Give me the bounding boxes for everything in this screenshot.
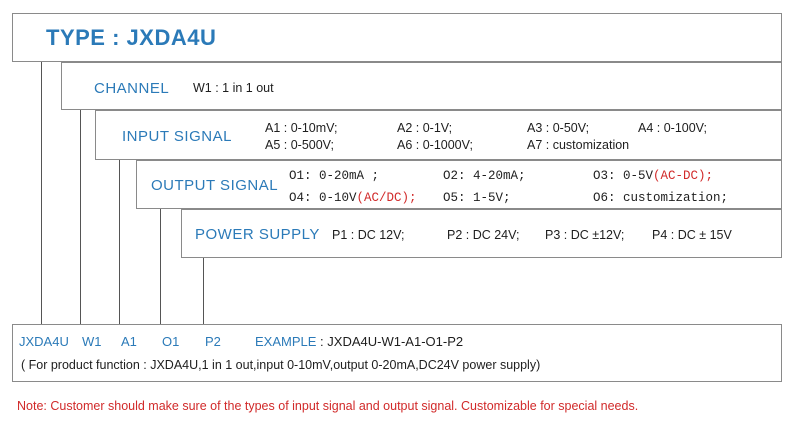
example-explanation: ( For product function : JXDA4U,1 in 1 o…: [21, 358, 541, 372]
input-option-a6: A6 : 0-1000V;: [397, 138, 473, 152]
input-option-a1: A1 : 0-10mV;: [265, 121, 338, 135]
output-option-o5: O5: 1-5V;: [443, 191, 511, 205]
power-option-p2: P2 : DC 24V;: [447, 228, 520, 242]
output-option-o6: O6: customization;: [593, 191, 729, 205]
power-box: POWER SUPPLY P1 : DC 12V; P2 : DC 24V; P…: [181, 209, 782, 258]
connector-channel: [80, 110, 81, 324]
connector-type: [41, 62, 42, 324]
input-option-a2: A2 : 0-1V;: [397, 121, 453, 135]
power-option-p1: P1 : DC 12V;: [332, 228, 405, 242]
input-option-a3: A3 : 0-50V;: [527, 121, 590, 135]
type-label: TYPE: [46, 25, 106, 50]
type-sep: :: [112, 25, 120, 50]
output-option-o4-note: (AC/DC);: [356, 191, 417, 205]
example-line: EXAMPLE : JXDA4U-W1-A1-O1-P2: [255, 334, 463, 349]
output-option-o3: O3: 0-5V(AC-DC);: [593, 169, 713, 183]
example-code-output: O1: [162, 334, 180, 349]
channel-heading: CHANNEL: [94, 80, 170, 97]
input-box: INPUT SIGNAL A1 : 0-10mV; A2 : 0-1V; A3 …: [95, 110, 782, 160]
connector-output: [160, 209, 161, 324]
output-heading: OUTPUT SIGNAL: [151, 177, 279, 194]
example-sep: :: [320, 334, 324, 349]
power-heading: POWER SUPPLY: [195, 226, 320, 243]
connector-power: [203, 258, 204, 324]
example-value: JXDA4U-W1-A1-O1-P2: [327, 334, 464, 349]
note-text: Note: Customer should make sure of the t…: [17, 399, 639, 413]
output-option-o1: O1: 0-20mA ;: [289, 169, 380, 183]
power-option-p3: P3 : DC ±12V;: [545, 228, 625, 242]
output-option-o4: O4: 0-10V(AC/DC);: [289, 191, 417, 205]
example-code-input: A1: [121, 334, 137, 349]
type-value: JXDA4U: [126, 25, 217, 50]
output-option-o4-text: O4: 0-10V: [289, 191, 357, 205]
output-box: OUTPUT SIGNAL O1: 0-20mA ; O2: 4-20mA; O…: [136, 160, 782, 209]
input-option-a5: A5 : 0-500V;: [265, 138, 335, 152]
input-option-a7: A7 : customization: [527, 138, 630, 152]
connector-input: [119, 160, 120, 324]
example-code-channel: W1: [82, 334, 102, 349]
output-option-o3-note: (AC-DC);: [653, 169, 714, 183]
channel-option-w1: W1 : 1 in 1 out: [193, 81, 274, 95]
output-option-o3-text: O3: 0-5V: [593, 169, 654, 183]
power-option-p4: P4 : DC ± 15V: [652, 228, 732, 242]
type-box: TYPE : JXDA4U: [12, 13, 782, 62]
example-label: EXAMPLE: [255, 334, 317, 349]
channel-box: CHANNEL W1 : 1 in 1 out: [61, 62, 782, 110]
input-heading: INPUT SIGNAL: [122, 128, 232, 145]
type-title: TYPE : JXDA4U: [46, 25, 216, 51]
example-code-power: P2: [205, 334, 221, 349]
input-option-a4: A4 : 0-100V;: [638, 121, 708, 135]
example-box: JXDA4U W1 A1 O1 P2 EXAMPLE : JXDA4U-W1-A…: [12, 324, 782, 382]
output-option-o2: O2: 4-20mA;: [443, 169, 526, 183]
example-code-type: JXDA4U: [19, 334, 69, 349]
